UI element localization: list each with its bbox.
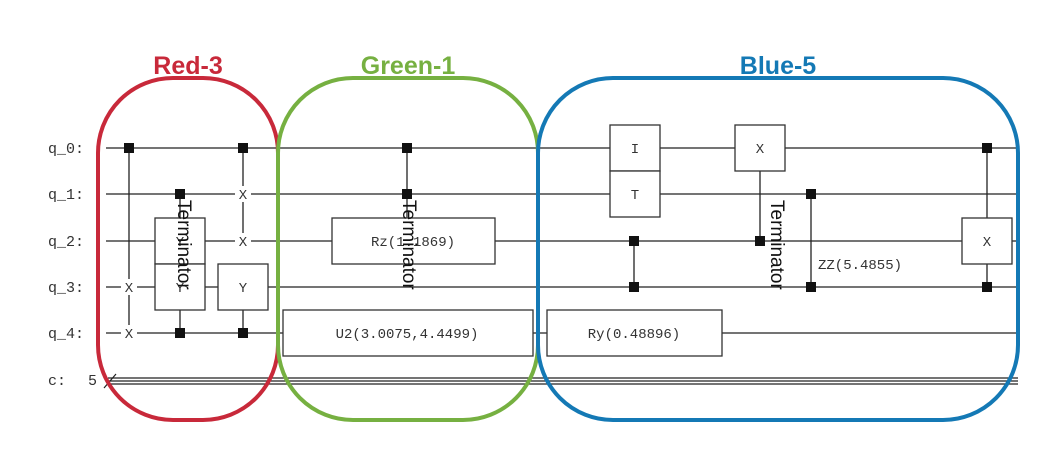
classical-label: c: — [48, 373, 66, 390]
terminator-label: Terminator — [173, 200, 194, 290]
group-title-green: Green-1 — [361, 52, 456, 80]
y-gate-label: Y — [176, 281, 185, 297]
x-gate-box — [734, 124, 786, 172]
x-q2-swap: X — [239, 235, 248, 251]
control-dot — [755, 236, 765, 246]
group-outline-blue — [536, 76, 1020, 422]
control-dot — [124, 143, 134, 153]
y-gate-box — [154, 263, 206, 311]
swap-bg — [121, 279, 137, 295]
control-dot — [982, 143, 992, 153]
control-dot — [238, 328, 248, 338]
control-dot — [806, 189, 816, 199]
t-gate-box — [609, 170, 661, 218]
y-gate-label: Y — [176, 235, 185, 251]
control-dot — [402, 143, 412, 153]
qubit-label-q0: q_0: — [48, 141, 84, 158]
u2-gate-box — [282, 309, 534, 357]
x-q1: X — [239, 188, 248, 204]
terminator-label: Terminator — [398, 200, 419, 290]
classical-size: 5 — [88, 373, 97, 390]
qubit-label-q2: q_2: — [48, 234, 84, 251]
control-dot — [629, 236, 639, 246]
zz-gate-label: ZZ(5.4855) — [818, 258, 902, 274]
group-title-blue: Blue-5 — [740, 52, 817, 80]
i-gate-box — [609, 124, 661, 172]
group-title-red: Red-3 — [153, 52, 222, 80]
control-dot — [175, 189, 185, 199]
y-gate-box — [217, 263, 269, 311]
control-dot — [629, 282, 639, 292]
i-gate-label: I — [631, 142, 639, 158]
qubit-label-q1: q_1: — [48, 187, 84, 204]
control-dot — [806, 282, 816, 292]
swap-x-q3: X — [125, 281, 134, 297]
control-dot — [175, 328, 185, 338]
swap-x-q4: X — [125, 327, 134, 343]
rz-gate-label: Rz(1.1869) — [371, 235, 455, 251]
x-gate-label: X — [983, 235, 992, 251]
u2-gate-label: U2(3.0075,4.4499) — [336, 327, 479, 343]
zz-label-bg — [816, 253, 942, 275]
control-dot — [402, 189, 412, 199]
swap-bg — [121, 325, 137, 341]
classical-wire — [103, 373, 1018, 389]
ry-gate-box — [546, 309, 723, 357]
rz-gate-box — [331, 217, 496, 265]
qubit-label-q3: q_3: — [48, 280, 84, 297]
terminator-label: Terminator — [766, 200, 787, 290]
swap-bg — [235, 233, 251, 249]
y-gate-box — [154, 217, 206, 265]
x-gate-box — [961, 217, 1013, 265]
y-gate-label: Y — [239, 281, 248, 297]
t-gate-label: T — [631, 188, 639, 204]
x-gate-label: X — [756, 142, 765, 158]
swap-bg — [235, 186, 251, 202]
qubit-label-q4: q_4: — [48, 326, 84, 343]
control-dot — [238, 143, 248, 153]
control-dot — [982, 282, 992, 292]
ry-gate-label: Ry(0.48896) — [588, 327, 680, 343]
